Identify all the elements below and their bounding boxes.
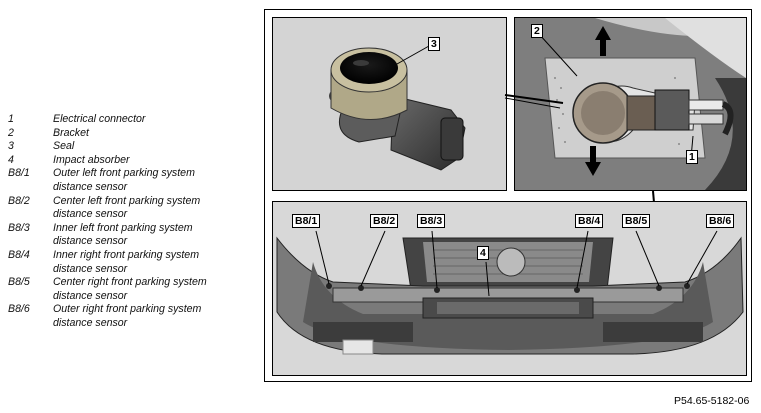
callout-2: 2 bbox=[531, 24, 543, 38]
callout-b8-1: B8/1 bbox=[292, 214, 321, 228]
legend-row: B8/5 Center right front parking system bbox=[8, 276, 258, 290]
callout-3: 3 bbox=[428, 37, 440, 51]
legend-list: 1 Electrical connector 2 Bracket 3 Seal 4 Impac… bbox=[8, 113, 258, 331]
legend-code: B8/1 bbox=[8, 167, 30, 180]
legend-description: Center right front parking system bbox=[53, 276, 207, 289]
legend-code: B8/3 bbox=[8, 221, 30, 234]
legend-row: B8/6 Outer right front parking system bbox=[8, 303, 258, 317]
legend-description: Inner right front parking system bbox=[53, 248, 200, 261]
legend-row: 4 Impact absorber bbox=[8, 154, 258, 168]
legend-code: 2 bbox=[8, 126, 14, 139]
legend-row: distance sensor bbox=[8, 181, 258, 195]
legend-row: distance sensor bbox=[8, 263, 258, 277]
legend-row: distance sensor bbox=[8, 235, 258, 249]
legend-description: distance sensor bbox=[53, 289, 128, 302]
legend-row: B8/2 Center left front parking system bbox=[8, 195, 258, 209]
legend-row: distance sensor bbox=[8, 317, 258, 331]
legend-code: 4 bbox=[8, 153, 14, 166]
legend-code: B8/2 bbox=[8, 194, 30, 207]
legend-description: distance sensor bbox=[53, 235, 128, 248]
legend-code: B8/6 bbox=[8, 303, 30, 316]
legend-description: Bracket bbox=[53, 126, 89, 139]
legend-description: distance sensor bbox=[53, 208, 128, 221]
callout-b8-4: B8/4 bbox=[575, 214, 604, 228]
callout-1: 1 bbox=[686, 150, 698, 164]
legend-description: distance sensor bbox=[53, 180, 128, 193]
legend-description: Impact absorber bbox=[53, 153, 130, 166]
figure-reference: P54.65-5182-06 bbox=[674, 395, 750, 407]
legend-description: Electrical connector bbox=[53, 113, 146, 125]
legend-row: distance sensor bbox=[8, 290, 258, 304]
legend-description: Outer right front parking system bbox=[53, 303, 202, 316]
legend-description: Outer left front parking system bbox=[53, 167, 195, 180]
legend-row: 3 Seal bbox=[8, 140, 258, 154]
bumper-overview-panel bbox=[272, 201, 747, 376]
legend-description: Inner left front parking system bbox=[53, 221, 193, 234]
legend-row: 2 Bracket bbox=[8, 127, 258, 141]
sensor-detail-panel bbox=[272, 17, 507, 191]
legend-code: B8/4 bbox=[8, 248, 30, 261]
legend-code: 1 bbox=[8, 113, 14, 125]
legend-code: B8/5 bbox=[8, 276, 30, 289]
callout-b8-2: B8/2 bbox=[370, 214, 399, 228]
callout-b8-6: B8/6 bbox=[706, 214, 735, 228]
legend-description: Center left front parking system bbox=[53, 194, 201, 207]
legend-row: B8/4 Inner right front parking system bbox=[8, 249, 258, 263]
bracket-illustration bbox=[515, 18, 746, 190]
sensor-illustration bbox=[329, 45, 466, 171]
legend-description: Seal bbox=[53, 140, 75, 153]
bracket-detail-panel bbox=[514, 17, 747, 191]
callout-4: 4 bbox=[477, 246, 489, 260]
callout-b8-3: B8/3 bbox=[417, 214, 446, 228]
legend-row: 1 Electrical connector bbox=[8, 113, 258, 127]
legend-code: 3 bbox=[8, 140, 14, 153]
bumper-illustration bbox=[276, 230, 744, 355]
legend-row: B8/3 Inner left front parking system bbox=[8, 222, 258, 236]
legend-description: distance sensor bbox=[53, 262, 128, 275]
callout-b8-5: B8/5 bbox=[622, 214, 651, 228]
legend-description: distance sensor bbox=[53, 316, 128, 329]
legend-row: distance sensor bbox=[8, 208, 258, 222]
legend-row: B8/1 Outer left front parking system bbox=[8, 167, 258, 181]
